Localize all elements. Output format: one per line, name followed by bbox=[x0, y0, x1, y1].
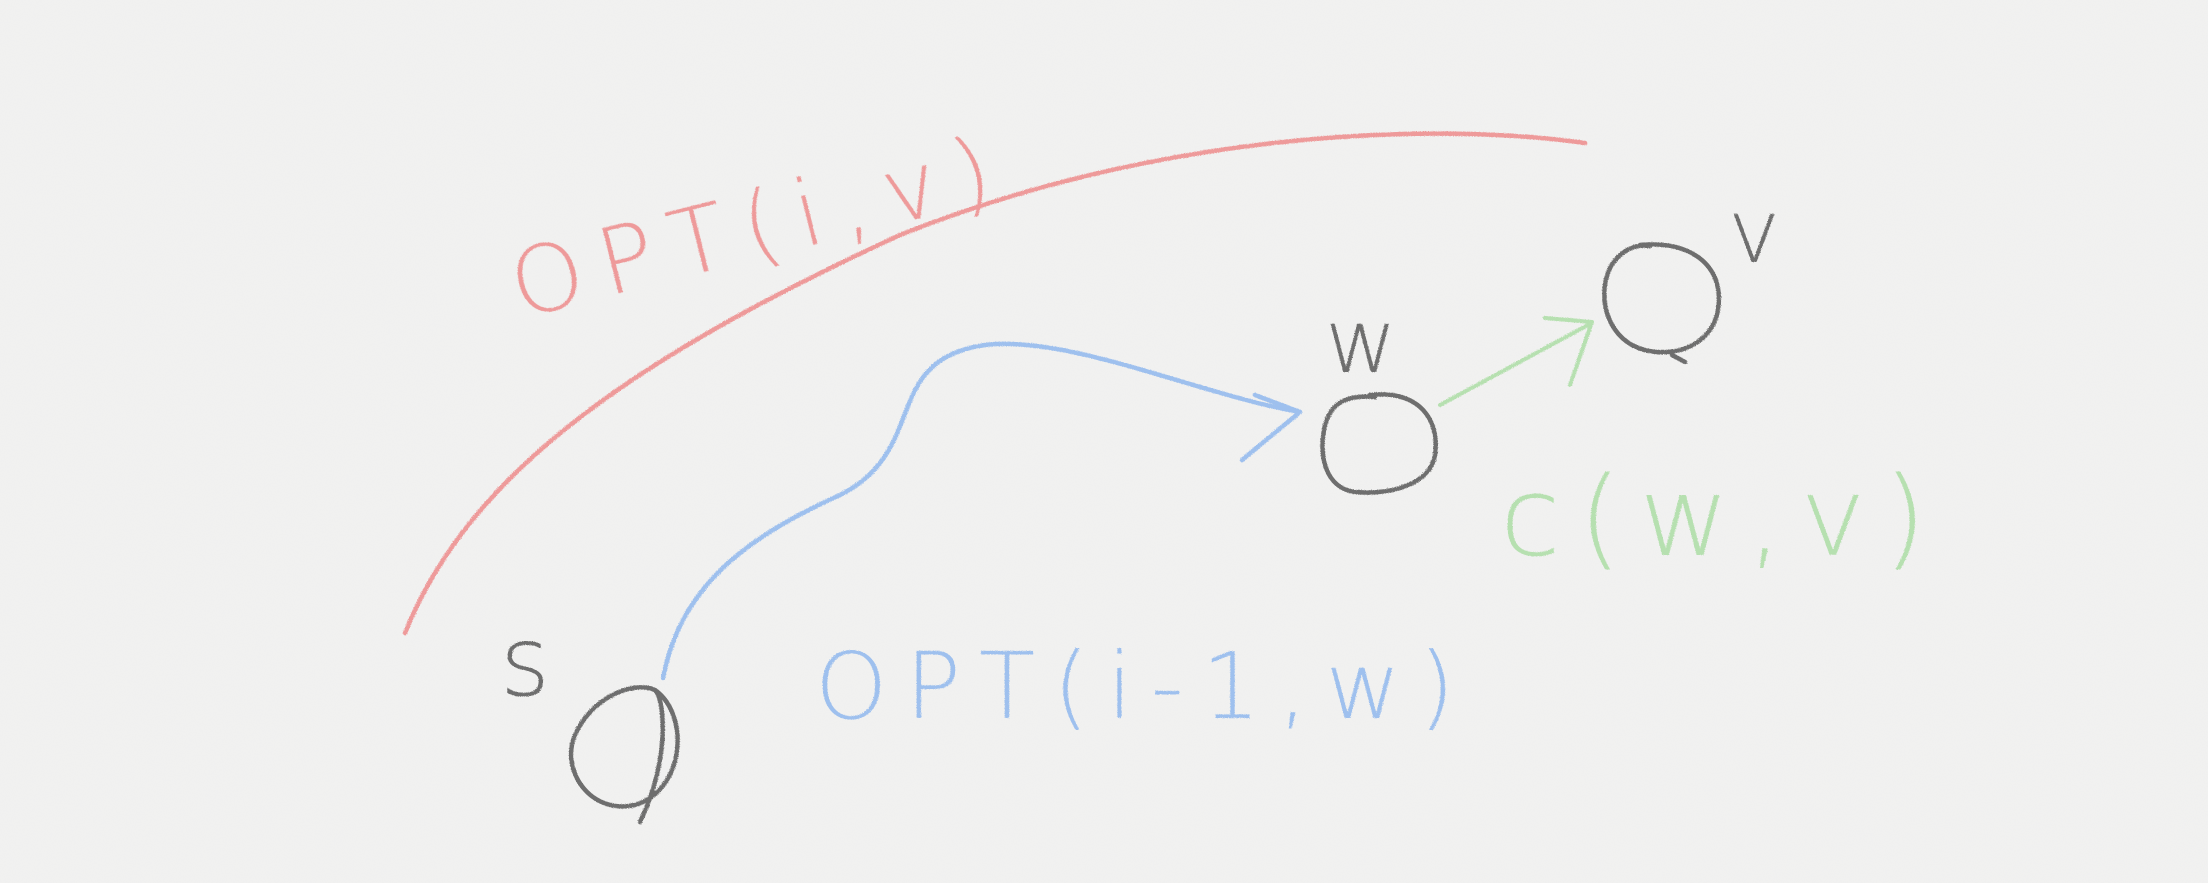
opt-i-v-path bbox=[402, 131, 1588, 636]
node-s bbox=[568, 685, 680, 825]
node-w bbox=[1320, 392, 1438, 495]
node-label-v: v bbox=[1728, 180, 1780, 283]
cost-w-v-edge bbox=[1438, 316, 1594, 407]
node-v bbox=[1601, 242, 1722, 365]
node-label-s: s bbox=[500, 606, 550, 718]
node-label-w: w bbox=[1325, 290, 1397, 393]
opt-i-minus-1-w-label: OPT(i-1,w) bbox=[815, 633, 1473, 740]
opt-i-minus-1-w-path bbox=[660, 341, 1303, 681]
cost-w-v-label: c(w,v) bbox=[1500, 453, 1944, 581]
